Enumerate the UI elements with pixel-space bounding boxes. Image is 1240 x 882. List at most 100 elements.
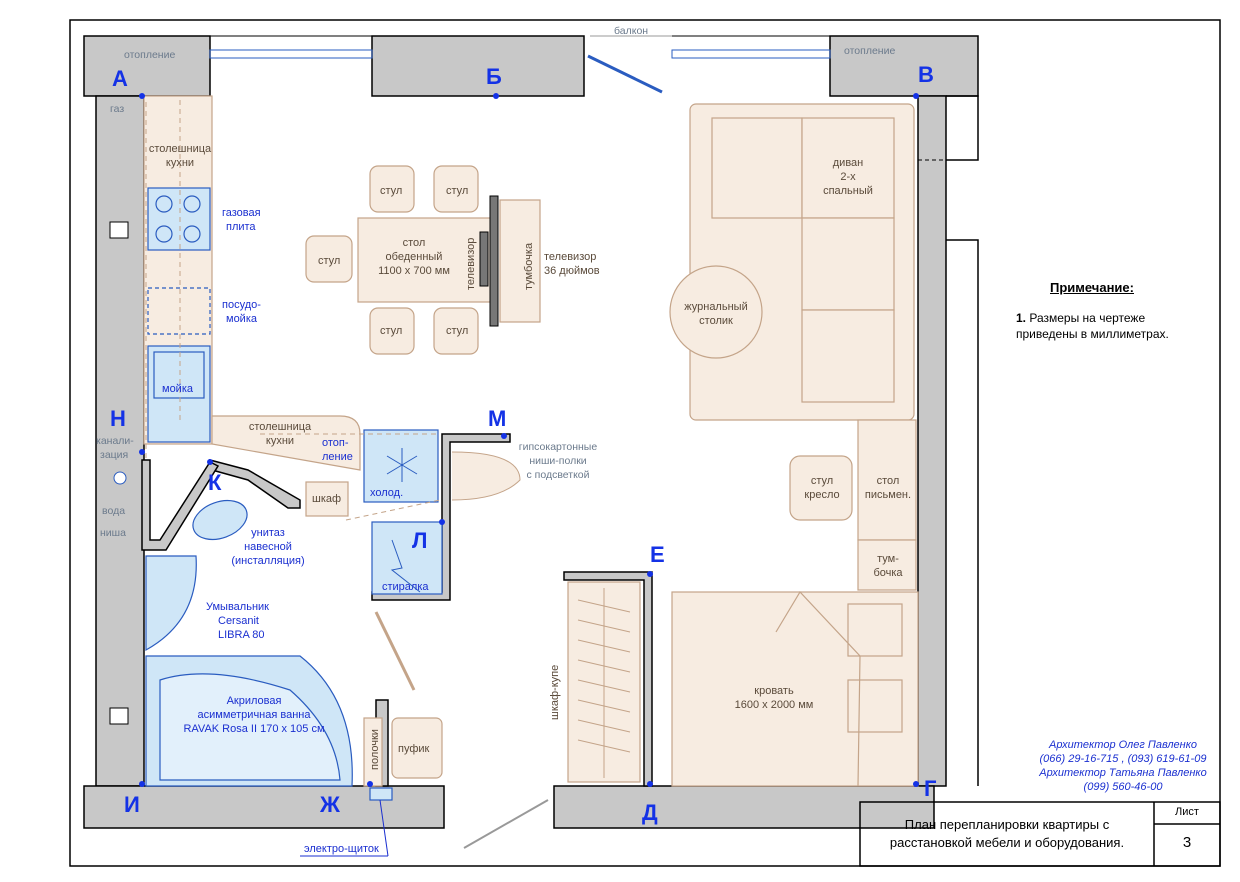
- socket-1: [109, 221, 129, 239]
- label-sink: мойка: [162, 383, 194, 395]
- label-washer: стиралка: [382, 581, 429, 593]
- electric-panel-box: [369, 787, 393, 801]
- label-washbasin-3: LIBRA 80: [218, 629, 264, 641]
- label-dishwasher-1: посудо-: [222, 299, 261, 311]
- point-label-g: Г: [924, 776, 937, 801]
- partition-bath-top: [209, 458, 301, 509]
- note-title: Примечание:: [1050, 280, 1134, 295]
- label-sewer-2: зация: [100, 449, 128, 461]
- note-body: 1. Размеры на чертеже приведены в миллим…: [1016, 310, 1206, 342]
- author-2: Архитектор Татьяна Павленко: [1039, 767, 1207, 779]
- label-toilet-2: навесной: [244, 541, 292, 553]
- washer-icon: [390, 539, 421, 593]
- label-shelves: полочки: [369, 729, 381, 770]
- tv-stand: [499, 199, 541, 323]
- pouf: [391, 717, 443, 779]
- furniture: [143, 95, 919, 787]
- label-tv-stand: тумбочка: [523, 242, 535, 290]
- label-coffee-table-2: столик: [699, 315, 733, 327]
- chair-3: [305, 235, 353, 283]
- authors-block: Архитектор Олег Павленко (066) 29-16-715…: [1028, 738, 1218, 794]
- label-tv-2: 36 дюймов: [544, 265, 600, 277]
- label-electric-panel: электро-щиток: [304, 843, 379, 855]
- socket-2: [109, 707, 129, 725]
- point-label-l: Л: [412, 528, 427, 553]
- label-washbasin-1: Умывальник: [206, 601, 269, 613]
- label-table-3: 1100 x 700 мм: [378, 265, 450, 277]
- label-tv-small: телевизор: [465, 238, 477, 290]
- label-chair-2: стул: [446, 185, 468, 197]
- note-number: 1.: [1016, 311, 1027, 325]
- author-1: Архитектор Олег Павленко: [1048, 739, 1198, 751]
- label-bath-2: асимметричная ванна: [198, 709, 312, 721]
- sheet-number: 3: [1182, 834, 1192, 851]
- label-bath-1: Акриловая: [227, 695, 282, 707]
- label-toilet-1: унитаз: [251, 527, 285, 539]
- label-bath-3: RAVAK Rosa II 170 x 105 см: [183, 723, 324, 735]
- point-label-m: М: [488, 406, 506, 431]
- door-arc: [451, 451, 521, 501]
- label-water: вода: [102, 505, 125, 517]
- wall-bottom-right: [553, 785, 935, 829]
- label-sofa-2: 2-х: [840, 171, 856, 183]
- label-countertop-bottom-2: кухни: [266, 435, 294, 447]
- walls: [83, 35, 979, 829]
- label-countertop-bottom-1: столешница: [249, 421, 312, 433]
- shelves: [363, 717, 383, 787]
- point-label-n: Н: [110, 406, 126, 431]
- bed-blanket: [775, 591, 861, 787]
- label-sewer-1: канали-: [96, 435, 134, 447]
- tv-small-panel: [479, 231, 489, 287]
- sofa-seat-2: [801, 217, 895, 311]
- sheet-frame: [69, 19, 1221, 867]
- label-countertop-top-2: кухни: [166, 157, 194, 169]
- wall-top-right: [829, 35, 979, 97]
- wall-top-center: [371, 35, 585, 97]
- author-1-phone: (066) 29-16-715 , (093) 619-61-09: [1039, 753, 1207, 765]
- bed-pillow-1: [847, 603, 903, 657]
- label-niche-3: с подсветкой: [526, 469, 589, 481]
- sheet-title-line-2: расстановкой мебели и оборудования.: [889, 835, 1125, 850]
- label-heating-mid-1: отоп-: [322, 437, 349, 449]
- label-bed-1: кровать: [754, 685, 794, 697]
- window-left: [209, 49, 373, 59]
- label-heating-mid-2: ление: [322, 451, 353, 463]
- label-wardrobe-coupe: шкаф-купе: [549, 665, 561, 720]
- sewer-marker: [113, 471, 127, 485]
- label-chair-1: стул: [380, 185, 402, 197]
- wall-right-outer: [946, 95, 979, 786]
- wall-right: [917, 95, 947, 787]
- label-gas-stove-1: газовая: [222, 207, 261, 219]
- point-label-a: А: [112, 66, 128, 91]
- sheet-title-line-1: План перепланировки квартиры с: [904, 817, 1110, 832]
- point-label-i: И: [124, 792, 140, 817]
- label-pouf: пуфик: [398, 743, 430, 755]
- snowflake-icon: [386, 448, 418, 482]
- label-chair-4: стул: [380, 325, 402, 337]
- label-nightstand-1: тум-: [877, 553, 899, 565]
- bath-door: [374, 611, 416, 691]
- note-line-2: приведены в миллиметрах.: [1016, 327, 1169, 341]
- washbasin: [145, 555, 197, 652]
- label-balcony: балкон: [614, 25, 648, 37]
- sofa-seat-3: [801, 309, 895, 403]
- label-toilet-3: (инсталляция): [231, 555, 304, 567]
- label-table-1: стол: [403, 237, 426, 249]
- coffee-table: [669, 265, 763, 359]
- chair-4: [369, 307, 415, 355]
- label-coffee-table-1: журнальный: [684, 301, 747, 313]
- label-heating-right: отопление: [844, 45, 895, 57]
- entrance-door: [463, 799, 549, 849]
- label-niche: ниша: [100, 527, 126, 539]
- label-desk-1: стол: [877, 475, 900, 487]
- label-sofa-3: спальный: [823, 185, 873, 197]
- small-cabinet: [305, 481, 349, 517]
- label-sofa-1: диван: [833, 157, 863, 169]
- label-countertop-top-1: столешница: [149, 143, 212, 155]
- author-2-phone: (099) 560-46-00: [1083, 781, 1163, 793]
- label-gas-stove-2: плита: [226, 221, 256, 233]
- dining-table: [357, 217, 493, 303]
- wardrobe-hangers: [577, 588, 631, 778]
- label-chair-5: стул: [446, 325, 468, 337]
